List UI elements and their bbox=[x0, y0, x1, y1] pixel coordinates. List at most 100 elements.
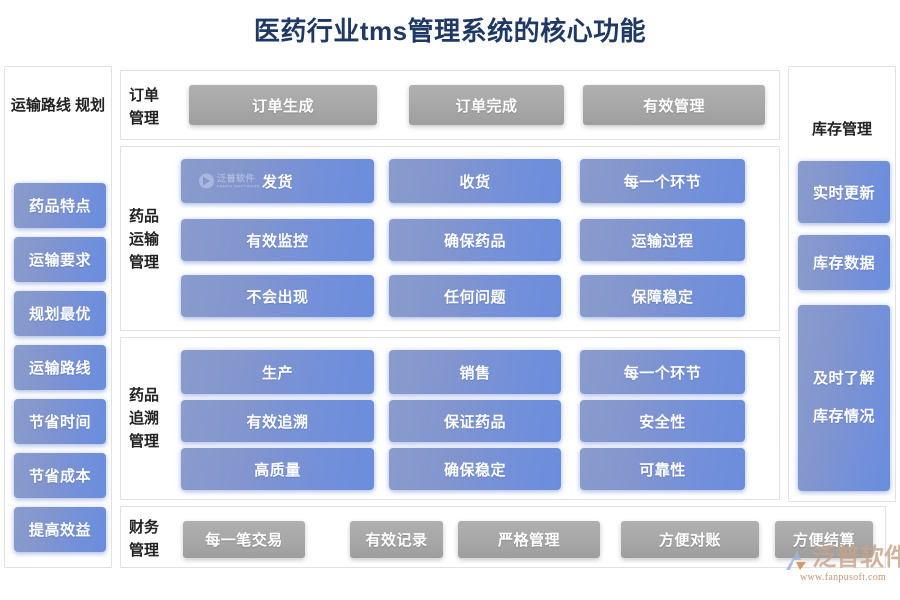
right-tall-box-line2: 库存情况 bbox=[812, 408, 875, 425]
row-transport-label-line2: 运输 bbox=[129, 231, 160, 248]
brand-url: www.fanpusoft.com bbox=[800, 572, 887, 583]
right-tall-box[interactable]: 及时了解 库存情况 bbox=[798, 305, 890, 491]
order-cell-0-1-label: 订单完成 bbox=[455, 97, 518, 115]
row-trace-label-line3: 管理 bbox=[129, 433, 160, 450]
finance-cell-2-label: 严格管理 bbox=[497, 532, 560, 549]
order-cell-0-0-label: 订单生成 bbox=[251, 97, 314, 115]
transport-cell-2-0-label: 不会出现 bbox=[246, 288, 309, 306]
left-item-2[interactable]: 规划最优 bbox=[14, 291, 106, 336]
transport-cell-1-2[interactable]: 运输过程 bbox=[580, 219, 745, 261]
left-item-0[interactable]: 药品特点 bbox=[14, 183, 106, 228]
transport-cell-1-0[interactable]: 有效监控 bbox=[181, 219, 374, 261]
left-item-3[interactable]: 运输路线 bbox=[14, 345, 106, 390]
trace-cell-1-2[interactable]: 安全性 bbox=[580, 400, 745, 442]
trace-cell-0-2-label: 每一个环节 bbox=[623, 364, 702, 382]
fanpu-logo-watermark-icon: 泛普软件 FANPU SOFTWARE bbox=[199, 173, 260, 189]
transport-cell-2-2[interactable]: 保障稳定 bbox=[580, 275, 745, 317]
left-item-6-label: 提高效益 bbox=[28, 522, 91, 539]
panel-drug-transport-management: 药品 运输 管理 泛普软件 FANPU SOFTWARE 发货 收货 每一个环节… bbox=[120, 146, 780, 331]
left-column-title: 运输路线 规划 bbox=[5, 95, 111, 116]
trace-cell-1-0-label: 有效追溯 bbox=[246, 413, 309, 431]
left-item-0-label: 药品特点 bbox=[28, 198, 91, 215]
order-cell-0-2[interactable]: 有效管理 bbox=[583, 85, 765, 125]
finance-cell-0[interactable]: 每一笔交易 bbox=[183, 521, 305, 558]
transport-cell-0-1[interactable]: 收货 bbox=[389, 159, 561, 203]
right-column-title: 库存管理 bbox=[811, 121, 872, 138]
panel-transport-route-planning: 运输路线 规划 药品特点 运输要求 规划最优 运输路线 节省时间 节省成本 提高… bbox=[4, 66, 112, 568]
transport-cell-0-0-label: 发货 bbox=[261, 173, 293, 191]
trace-cell-0-1-label: 销售 bbox=[459, 364, 491, 382]
trace-cell-2-2-label: 可靠性 bbox=[639, 461, 686, 479]
transport-cell-0-2-label: 每一个环节 bbox=[623, 173, 702, 191]
finance-cell-1-label: 有效记录 bbox=[365, 532, 428, 549]
trace-cell-0-0-label: 生产 bbox=[261, 364, 293, 382]
row-order-label: 订单 管理 bbox=[129, 84, 169, 130]
left-item-4[interactable]: 节省时间 bbox=[14, 399, 106, 444]
trace-cell-1-1[interactable]: 保证药品 bbox=[389, 400, 561, 442]
row-finance-label-line2: 管理 bbox=[129, 542, 160, 559]
transport-cell-0-1-label: 收货 bbox=[459, 173, 491, 191]
fanpu-mark-icon bbox=[199, 173, 214, 189]
order-cell-0-1[interactable]: 订单完成 bbox=[409, 85, 564, 125]
transport-cell-2-1-label: 任何问题 bbox=[443, 288, 506, 306]
left-item-5[interactable]: 节省成本 bbox=[14, 453, 106, 498]
panel-finance-management: 财务 管理 每一笔交易 有效记录 严格管理 方便对账 方便结算 bbox=[120, 506, 886, 568]
transport-cell-2-0[interactable]: 不会出现 bbox=[181, 275, 374, 317]
left-item-6[interactable]: 提高效益 bbox=[14, 507, 106, 552]
trace-cell-2-0[interactable]: 高质量 bbox=[181, 448, 374, 490]
left-item-4-label: 节省时间 bbox=[28, 414, 91, 431]
trace-cell-0-1[interactable]: 销售 bbox=[389, 350, 561, 394]
finance-cell-3[interactable]: 方便对账 bbox=[621, 521, 759, 558]
left-item-1-label: 运输要求 bbox=[28, 252, 91, 269]
right-tall-box-line1: 及时了解 bbox=[812, 370, 875, 387]
trace-cell-2-0-label: 高质量 bbox=[254, 461, 301, 479]
finance-cell-1[interactable]: 有效记录 bbox=[350, 521, 443, 558]
trace-cell-2-2[interactable]: 可靠性 bbox=[580, 448, 745, 490]
panel-drug-traceability-management: 药品 追溯 管理 生产 销售 每一个环节 有效追溯 保证药品 安全性 高质量 确… bbox=[120, 337, 780, 500]
right-item-1[interactable]: 库存数据 bbox=[798, 235, 890, 290]
left-item-1[interactable]: 运输要求 bbox=[14, 237, 106, 282]
trace-cell-1-1-label: 保证药品 bbox=[443, 413, 506, 431]
panel-inventory-management: 库存管理 实时更新 库存数据 及时了解 库存情况 bbox=[788, 66, 896, 502]
right-item-0-label: 实时更新 bbox=[812, 184, 875, 202]
trace-cell-2-1[interactable]: 确保稳定 bbox=[389, 448, 561, 490]
row-finance-label-line1: 财务 bbox=[129, 519, 160, 536]
transport-cell-0-2[interactable]: 每一个环节 bbox=[580, 159, 745, 203]
row-transport-label-line1: 药品 bbox=[129, 208, 160, 225]
transport-cell-1-0-label: 有效监控 bbox=[246, 232, 309, 250]
left-item-3-label: 运输路线 bbox=[28, 360, 91, 377]
transport-cell-1-2-label: 运输过程 bbox=[631, 232, 694, 250]
panel-order-management: 订单 管理 订单生成 订单完成 有效管理 bbox=[120, 70, 780, 140]
transport-cell-2-2-label: 保障稳定 bbox=[631, 288, 694, 306]
left-column-title-line2: 规划 bbox=[75, 97, 106, 114]
transport-cell-0-0[interactable]: 泛普软件 FANPU SOFTWARE 发货 bbox=[181, 159, 374, 203]
page-title: 医药行业tms管理系统的核心功能 bbox=[253, 16, 647, 46]
left-column-title-line1: 运输路线 bbox=[10, 97, 71, 114]
right-item-1-label: 库存数据 bbox=[812, 255, 875, 272]
finance-cell-2[interactable]: 严格管理 bbox=[458, 521, 600, 558]
finance-cell-0-label: 每一笔交易 bbox=[205, 532, 283, 549]
row-transport-label-line3: 管理 bbox=[129, 254, 160, 271]
trace-cell-0-2[interactable]: 每一个环节 bbox=[580, 350, 745, 394]
cell-watermark-subtext: FANPU SOFTWARE bbox=[217, 183, 260, 188]
trace-cell-1-2-label: 安全性 bbox=[639, 413, 686, 431]
trace-cell-2-1-label: 确保稳定 bbox=[443, 461, 506, 479]
row-order-label-line1: 订单 bbox=[129, 87, 160, 104]
row-trace-label-line1: 药品 bbox=[129, 387, 160, 404]
row-order-label-line2: 管理 bbox=[129, 110, 160, 127]
order-cell-0-0[interactable]: 订单生成 bbox=[189, 85, 377, 125]
transport-cell-1-1[interactable]: 确保药品 bbox=[389, 219, 561, 261]
finance-cell-4[interactable]: 方便结算 bbox=[775, 521, 873, 558]
order-cell-0-2-label: 有效管理 bbox=[642, 97, 705, 115]
row-trace-label-line2: 追溯 bbox=[129, 410, 160, 427]
row-finance-label: 财务 管理 bbox=[129, 516, 169, 562]
trace-cell-1-0[interactable]: 有效追溯 bbox=[181, 400, 374, 442]
trace-cell-0-0[interactable]: 生产 bbox=[181, 350, 374, 394]
row-trace-label: 药品 追溯 管理 bbox=[129, 384, 169, 453]
right-item-0[interactable]: 实时更新 bbox=[798, 161, 890, 223]
transport-cell-2-1[interactable]: 任何问题 bbox=[389, 275, 561, 317]
row-transport-label: 药品 运输 管理 bbox=[129, 205, 169, 274]
cell-watermark-text: 泛普软件 bbox=[217, 173, 256, 183]
left-item-2-label: 规划最优 bbox=[28, 306, 91, 323]
